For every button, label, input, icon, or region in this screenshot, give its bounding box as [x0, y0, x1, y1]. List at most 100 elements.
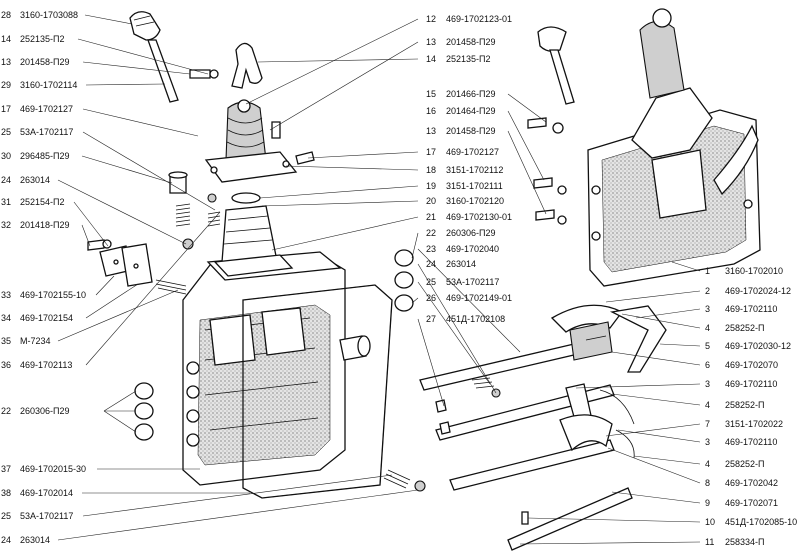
- callout-right_callouts-4: 5 469-1702030-12: [705, 341, 791, 351]
- callout-part-code: 3160-1703088: [20, 10, 78, 20]
- callout-part-code: 263014: [446, 259, 476, 269]
- callout-number: 13: [426, 37, 436, 47]
- callout-number: 23: [426, 244, 436, 254]
- lever-flange-plate: [204, 151, 298, 183]
- callout-part-code: 3160-1702010: [725, 266, 783, 276]
- shift-forks: [550, 304, 667, 459]
- callout-part-code: 469-1702110: [725, 437, 777, 447]
- detent-springs-balls-left: [155, 193, 221, 295]
- callout-number: 21: [426, 212, 436, 222]
- callout-number: 11: [705, 537, 714, 547]
- callout-part-code: 201458-П29: [446, 126, 496, 136]
- cover-gasket: [242, 284, 393, 499]
- callout-number: 32: [1, 220, 11, 230]
- shift-rails: [419, 343, 633, 551]
- callout-number: 17: [1, 104, 11, 114]
- callout-part-code: 3160-1702114: [20, 80, 77, 90]
- callout-mid_callouts-10: 21 469-1702130-01: [426, 212, 512, 222]
- callout-number: 38: [1, 488, 11, 498]
- callout-number: 22: [1, 406, 11, 416]
- shift-lever-knob: [129, 11, 179, 103]
- callout-left_callouts-16: 38 469-1702014: [1, 488, 73, 498]
- callout-part-code: 260306-П29: [20, 406, 70, 416]
- callout-part-code: 469-1702015-30: [20, 464, 86, 474]
- small-fasteners-left: [87, 69, 315, 287]
- callout-part-code: 201458-П29: [20, 57, 70, 67]
- callout-number: 25: [1, 127, 11, 137]
- callout-part-code: 252135-П2: [446, 54, 491, 64]
- callout-number: 5: [705, 341, 710, 351]
- callout-mid_callouts-2: 14 252135-П2: [426, 54, 491, 64]
- callout-number: 12: [426, 14, 436, 24]
- callout-number: 14: [426, 54, 436, 64]
- callout-number: 28: [1, 10, 11, 20]
- callout-number: 35: [1, 336, 11, 346]
- callout-mid_callouts-0: 12 469-1702123-01: [426, 14, 512, 24]
- gearbox-case-right: [587, 8, 761, 287]
- callout-number: 20: [426, 196, 436, 206]
- callout-part-code: 3160-1702120: [446, 196, 504, 206]
- callout-right_callouts-0: 1 3160-1702010: [705, 266, 783, 276]
- callout-part-code: 469-1702130-01: [446, 212, 512, 222]
- callout-part-code: 258252-П: [725, 459, 765, 469]
- callout-part-code: 252154-П2: [20, 197, 65, 207]
- callout-number: 1: [705, 266, 710, 276]
- callout-part-code: 469-1702070: [725, 360, 778, 370]
- callout-part-code: 201458-П29: [446, 37, 496, 47]
- lever-spring-cone: [221, 192, 277, 263]
- callout-number: 19: [426, 181, 436, 191]
- callout-part-code: 451Д-1702108: [446, 314, 505, 324]
- callout-number: 13: [426, 126, 436, 136]
- callout-number: 4: [705, 400, 710, 410]
- callout-left_callouts-15: 37 469-1702015-30: [1, 464, 86, 474]
- callout-number: 14: [1, 34, 11, 44]
- callout-number: 29: [1, 80, 11, 90]
- callout-part-code: 53А-1702117: [20, 511, 73, 521]
- shift-lever-knob-right: [537, 26, 575, 105]
- callout-part-code: М-7234: [20, 336, 51, 346]
- callout-left_callouts-12: 35 М-7234: [1, 336, 51, 346]
- callout-mid_callouts-5: 13 201458-П29: [426, 126, 496, 136]
- callout-part-code: 252135-П2: [20, 34, 65, 44]
- callout-part-code: 53А-1702117: [20, 127, 73, 137]
- callout-number: 10: [705, 517, 715, 527]
- lever-fork-upper: [231, 42, 263, 89]
- callout-part-code: 469-1702110: [725, 304, 777, 314]
- callout-number: 4: [705, 459, 710, 469]
- callout-number: 3: [705, 437, 710, 447]
- callout-part-code: 469-1702030-12: [725, 341, 791, 351]
- callout-number: 30: [1, 151, 11, 161]
- callout-number: 37: [1, 464, 11, 474]
- callout-part-code: 3151-1702112: [446, 165, 503, 175]
- callout-part-code: 469-1702123-01: [446, 14, 512, 24]
- callout-part-code: 469-1702155-10: [20, 290, 86, 300]
- callout-part-code: 469-1702014: [20, 488, 73, 498]
- callout-number: 24: [426, 259, 436, 269]
- callout-number: 22: [426, 228, 436, 238]
- callout-part-code: 201464-П29: [446, 106, 496, 116]
- callout-number: 4: [705, 323, 710, 333]
